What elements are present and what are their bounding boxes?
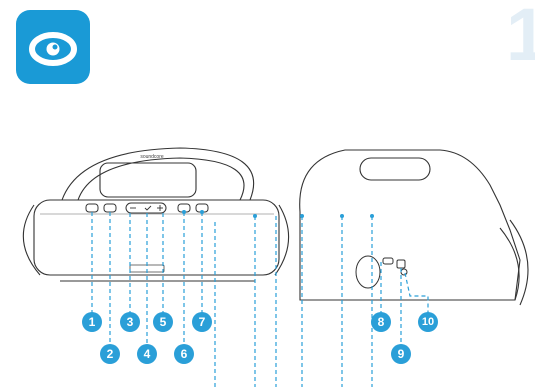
- usb-a-port: [397, 260, 405, 268]
- bluetooth-button: [104, 204, 116, 212]
- callout-7: 7: [192, 312, 212, 332]
- aux-in-port: [401, 269, 407, 275]
- callout-1: 1: [82, 312, 102, 332]
- usb-c-port: [383, 258, 393, 264]
- callout-8: 8: [371, 312, 391, 332]
- callout-4: 4: [137, 344, 157, 364]
- front-buttons: [86, 203, 208, 213]
- callout-5: 5: [153, 312, 173, 332]
- callout-10: 10: [418, 312, 438, 332]
- callout-3: 3: [120, 312, 140, 332]
- speaker-back-view: [300, 150, 528, 305]
- speaker-front-view: [23, 148, 288, 281]
- power-button: [86, 204, 98, 212]
- callout-6: 6: [174, 344, 194, 364]
- port-cover: [356, 256, 380, 288]
- callout-2: 2: [100, 344, 120, 364]
- callout-9: 9: [391, 344, 411, 364]
- speaker-top-logo: soundcore: [140, 154, 164, 160]
